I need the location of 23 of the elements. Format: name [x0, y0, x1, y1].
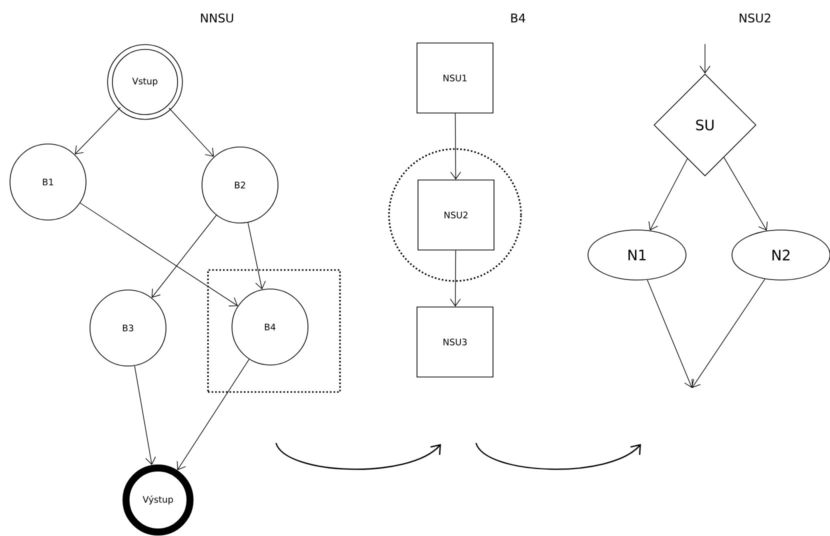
arrow [724, 157, 768, 231]
heading: B4 [511, 14, 526, 22]
arrow [648, 158, 688, 230]
process-box: NSU3 [416, 306, 494, 378]
arrow [692, 278, 766, 388]
arrow [248, 222, 266, 290]
arrow [80, 202, 238, 306]
arrow [134, 365, 156, 466]
heading: NSU2 [740, 13, 770, 23]
arrow [152, 214, 217, 298]
arrow [450, 250, 461, 307]
dotted-frame [207, 269, 341, 393]
arrow [700, 44, 710, 74]
arrow [176, 358, 250, 470]
process-box: NSU2 [418, 180, 494, 250]
arrow [450, 113, 462, 180]
process-box: NSU1 [416, 42, 494, 114]
ellipse-node: N1 [588, 230, 686, 280]
dotted-circle [388, 148, 522, 282]
arrow [646, 279, 694, 388]
arrow [74, 107, 121, 154]
arrow [168, 108, 214, 157]
heading: NNSU [201, 13, 234, 23]
